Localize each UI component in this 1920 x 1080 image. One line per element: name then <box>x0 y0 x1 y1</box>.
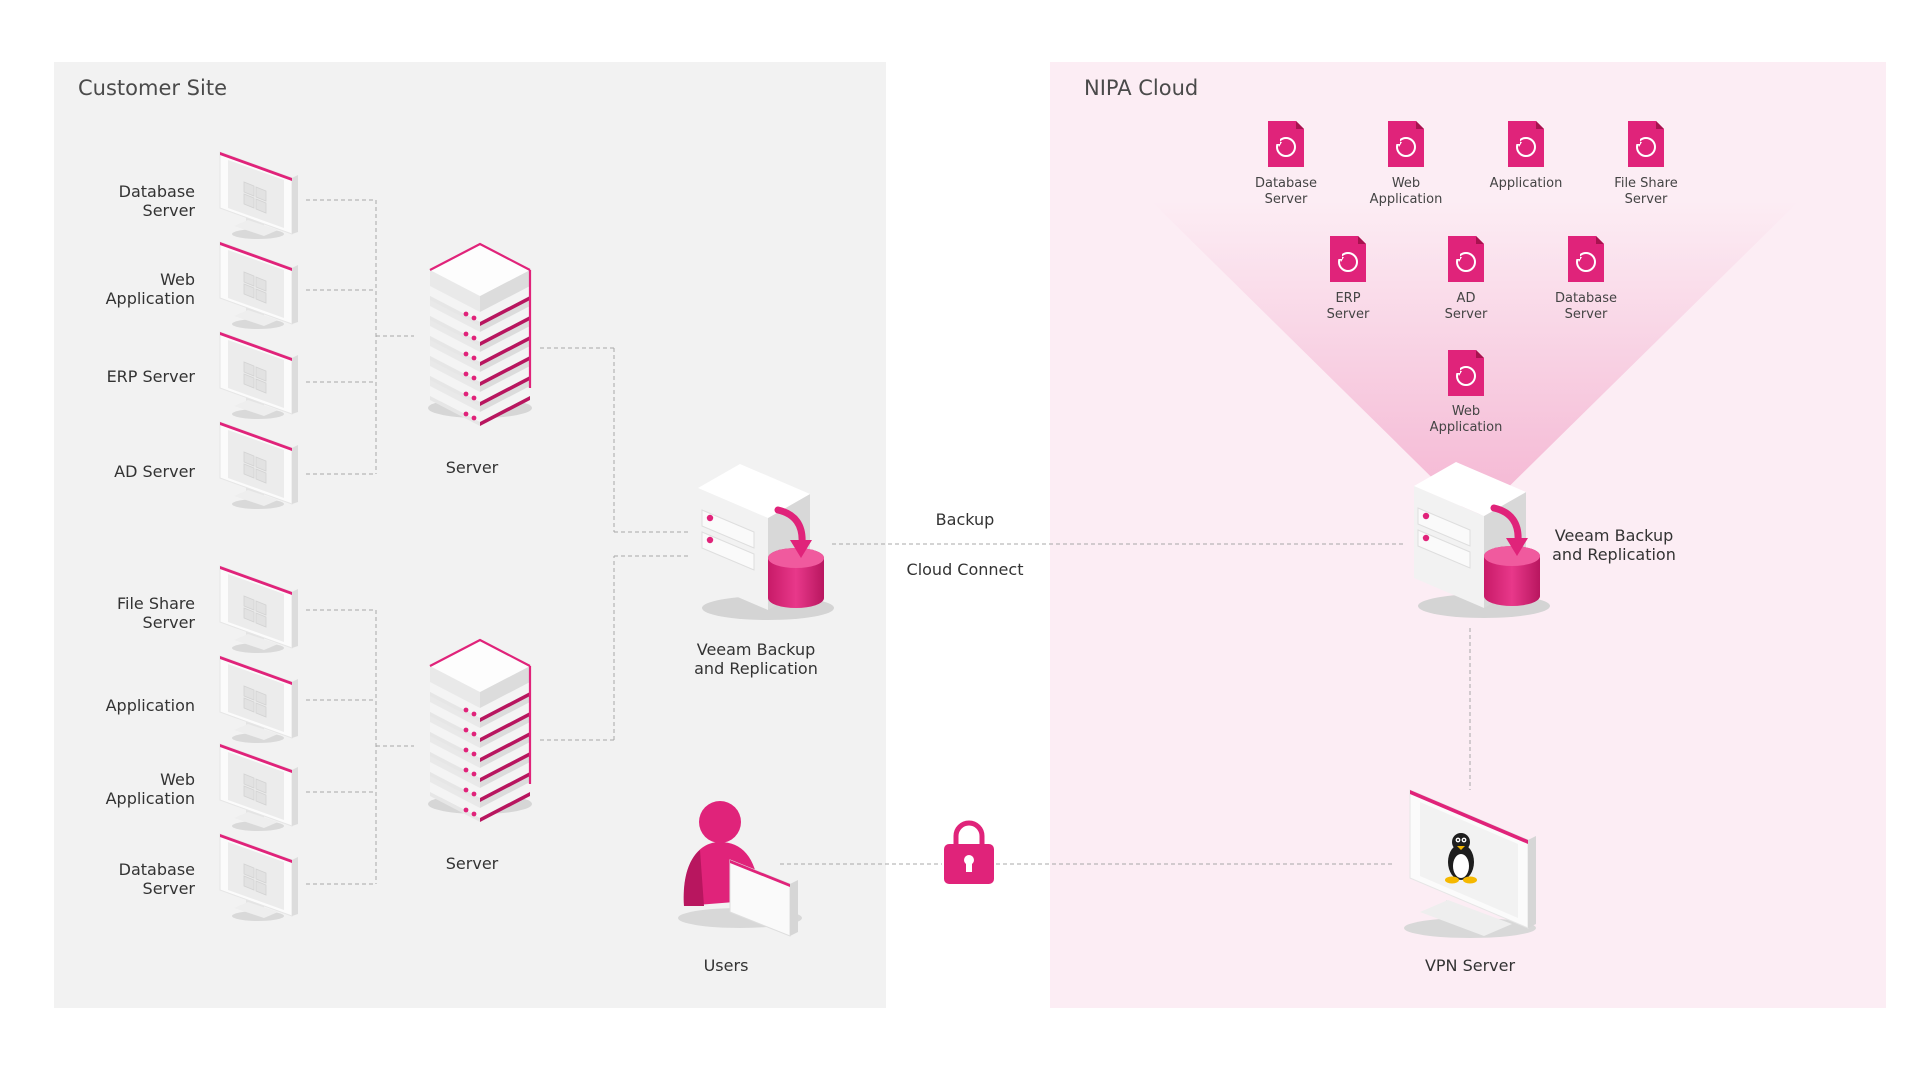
monitor-icon <box>219 421 299 510</box>
backup-server-icon <box>698 464 834 620</box>
vm-replica-icon <box>1447 235 1485 283</box>
vm-replica-icon <box>1267 120 1305 168</box>
monitor-icon <box>219 565 299 654</box>
label-erp-server: ERP Server <box>106 367 195 386</box>
vm-replica-icon <box>1507 120 1545 168</box>
label-application: Application <box>105 696 195 715</box>
backup-link-label: Backup <box>935 510 995 529</box>
vpn-server-label: VPN Server <box>1424 956 1516 975</box>
users-label: Users <box>703 956 749 975</box>
backup-server-icon <box>1414 462 1550 618</box>
monitor-icon <box>219 655 299 744</box>
lock-icon <box>944 820 994 884</box>
replica-label-web-application-2: Web Application <box>1429 404 1503 435</box>
label-database-server-2: Database Server <box>118 860 195 898</box>
linux-tux-icon <box>1445 833 1477 884</box>
replica-label-file-share-server: File Share Server <box>1614 176 1678 207</box>
veeam-label-customer: Veeam Backup and Replication <box>694 640 818 678</box>
label-ad-server: AD Server <box>114 462 195 481</box>
monitor-icon <box>219 743 299 832</box>
monitor-icon <box>219 151 299 240</box>
replica-label-database-server: Database Server <box>1254 176 1318 207</box>
replica-label-erp-server: ERP Server <box>1326 291 1370 322</box>
connectors <box>306 199 1471 885</box>
monitor-icon <box>219 833 299 922</box>
monitor-icon <box>219 241 299 330</box>
label-web-application-2: Web Application <box>105 770 195 808</box>
vm-replica-icon <box>1567 235 1605 283</box>
replica-label-ad-server: AD Server <box>1444 291 1488 322</box>
label-database-server: Database Server <box>118 182 195 220</box>
vm-replica-icon <box>1627 120 1665 168</box>
cloud-connect-label: Cloud Connect <box>906 560 1024 579</box>
replica-label-application: Application <box>1489 176 1563 191</box>
server-label-2: Server <box>445 854 499 873</box>
nipa-cloud-title: NIPA Cloud <box>1084 76 1199 100</box>
vm-replica-icon <box>1387 120 1425 168</box>
user-icon <box>678 801 802 937</box>
vm-replica-icon <box>1329 235 1367 283</box>
label-file-share-server: File Share Server <box>116 594 195 632</box>
server-rack-icon <box>428 640 532 822</box>
veeam-label-cloud: Veeam Backup and Replication <box>1552 526 1676 564</box>
monitor-icon <box>219 331 299 420</box>
label-web-application: Web Application <box>105 270 195 308</box>
server-rack-icon <box>428 244 532 426</box>
customer-site-title: Customer Site <box>78 76 227 100</box>
replica-label-database-server-2: Database Server <box>1554 291 1618 322</box>
vm-replica-icon <box>1447 349 1485 397</box>
replica-label-web-application: Web Application <box>1369 176 1443 207</box>
server-label-1: Server <box>445 458 499 477</box>
